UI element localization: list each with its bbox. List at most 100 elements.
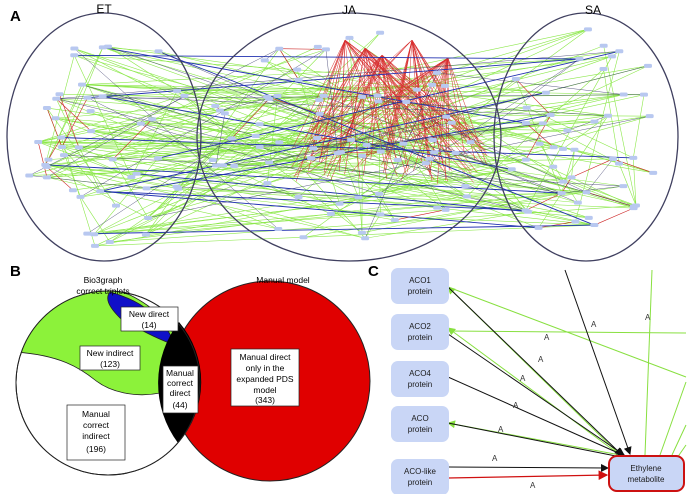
panel-b: B Bio3graph correct triplets Manual mode… <box>10 263 371 482</box>
network-edge <box>394 209 446 221</box>
network-node <box>319 93 328 98</box>
manual-correct-indirect-1: Manual <box>82 409 110 419</box>
network-node <box>42 106 51 111</box>
network-node <box>511 77 520 82</box>
network-node <box>441 207 450 212</box>
network-edge <box>339 39 346 172</box>
network-edge <box>313 122 452 149</box>
network-node <box>333 151 342 156</box>
node-ethylene-name: Ethylene <box>630 464 662 473</box>
network-node <box>462 194 471 199</box>
network-edge <box>107 46 185 97</box>
network-node <box>428 82 437 87</box>
network-edge <box>340 96 363 153</box>
bio3graph-title-1: Bio3graph <box>84 275 123 285</box>
node-aco1[interactable]: ACO1 protein <box>391 268 449 304</box>
network-node <box>599 66 608 71</box>
network-node <box>275 140 284 145</box>
node-ethylene[interactable]: Ethylene metabolite <box>608 455 685 492</box>
network-node <box>534 225 543 230</box>
network-edge <box>344 39 461 132</box>
region-label-sa: SA <box>585 3 601 17</box>
edges <box>447 269 687 480</box>
network-node <box>440 83 449 88</box>
manual-correct-direct-1: Manual <box>166 368 194 378</box>
network-edge <box>451 122 564 150</box>
network-edge <box>102 96 363 157</box>
network-edge <box>184 95 363 234</box>
node-aco4[interactable]: ACO4 protein <box>391 361 449 397</box>
network-edge <box>381 54 387 131</box>
network-edge <box>100 190 539 229</box>
network-edge <box>80 196 111 243</box>
network-edge <box>63 154 624 187</box>
edge-label: A <box>530 481 536 490</box>
network-node <box>230 163 239 168</box>
network-node <box>260 58 269 63</box>
network-edge <box>455 152 562 194</box>
network-edge <box>61 97 88 148</box>
network-edge <box>59 93 270 100</box>
network-edge <box>361 192 562 234</box>
node-aco2-name: ACO2 <box>409 322 431 331</box>
network-edge <box>293 47 366 178</box>
node-aco[interactable]: ACO protein <box>391 406 449 442</box>
network-edge <box>61 123 141 148</box>
network-node <box>127 174 136 179</box>
network-edge <box>56 98 213 161</box>
network-node <box>599 43 608 48</box>
network-node <box>42 164 51 169</box>
region-label-et: ET <box>96 2 112 16</box>
network-edge <box>176 186 359 198</box>
network-edge <box>109 205 636 243</box>
network-edge <box>140 123 380 195</box>
network-node <box>154 49 163 54</box>
network-edge <box>378 58 580 195</box>
network-edge <box>74 48 279 230</box>
network-edge <box>259 139 352 148</box>
network-node <box>425 156 434 161</box>
network-node <box>357 230 366 235</box>
network-edge <box>267 29 589 98</box>
network-node <box>575 56 584 61</box>
node-aco-like[interactable]: ACO-like protein <box>391 459 449 494</box>
edge-label: A <box>538 355 544 364</box>
node-aco1-type: protein <box>408 287 432 296</box>
network-edge <box>177 90 654 174</box>
network-node <box>215 108 224 113</box>
network-edge <box>178 188 634 209</box>
network-edge <box>340 151 396 221</box>
network-node <box>413 87 422 92</box>
node-aco2[interactable]: ACO2 protein <box>391 314 449 350</box>
network-node <box>255 122 264 127</box>
network-edge <box>470 58 580 143</box>
network-edge <box>45 164 562 194</box>
network-node <box>607 54 616 59</box>
network-node <box>263 181 272 186</box>
network-edge <box>571 149 575 178</box>
network-node <box>541 90 550 95</box>
network-node <box>451 150 460 155</box>
network-node <box>347 137 356 142</box>
network-node <box>393 158 402 163</box>
network-edge <box>94 224 595 247</box>
network-edge <box>94 147 314 235</box>
network-edge <box>267 95 278 184</box>
network-edge <box>279 142 366 239</box>
network-edge <box>319 113 446 211</box>
network-node <box>358 153 367 158</box>
new-direct-label: New direct <box>129 309 170 319</box>
network-edge <box>411 39 488 156</box>
network-edge <box>381 54 469 144</box>
network-node <box>643 63 652 68</box>
edge-label: A <box>544 333 550 342</box>
network-node <box>294 195 303 200</box>
network-node <box>57 144 66 149</box>
manual-only-2: only in the <box>246 363 285 373</box>
network-node <box>345 35 354 40</box>
network-node <box>98 94 107 99</box>
network-node <box>584 215 593 220</box>
network-node <box>76 194 85 199</box>
network-edge <box>303 57 449 164</box>
network-edge <box>136 56 613 174</box>
